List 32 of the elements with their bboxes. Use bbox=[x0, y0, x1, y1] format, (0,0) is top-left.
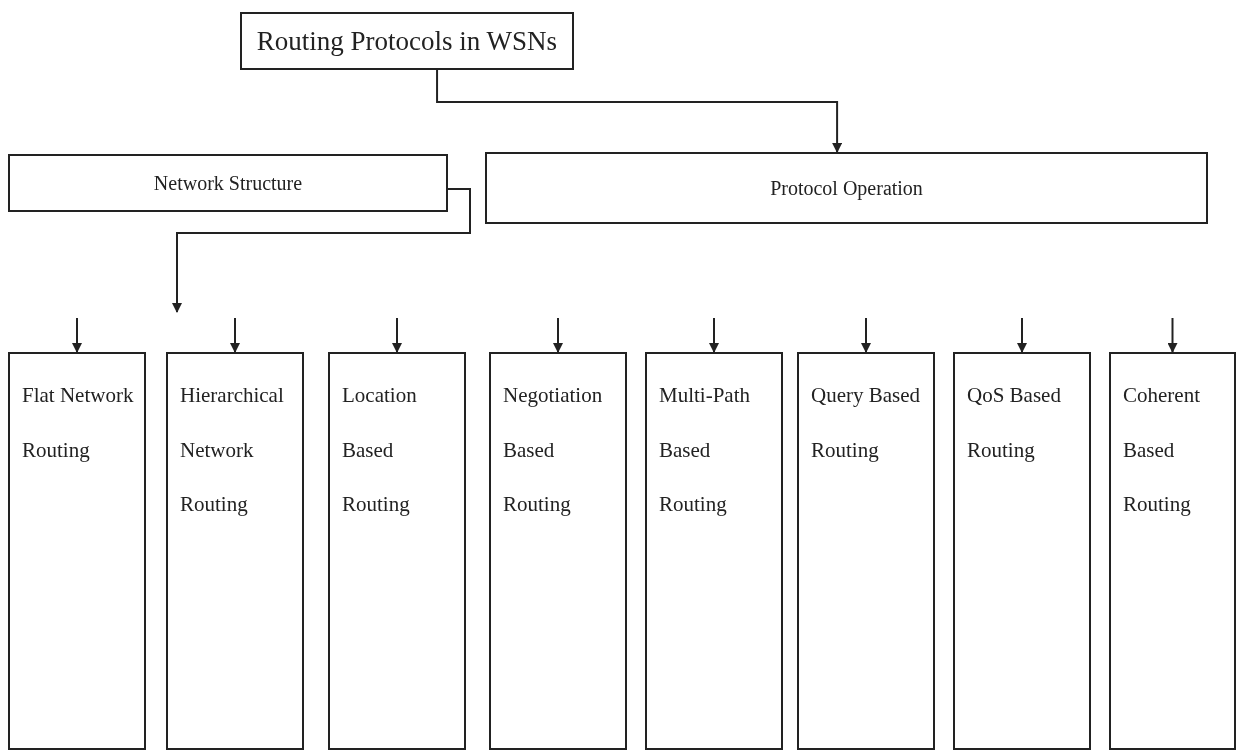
box-label: QoS Based Routing bbox=[967, 382, 1062, 464]
arrow bbox=[72, 317, 82, 353]
category-box bbox=[797, 352, 935, 750]
box-label: Location Based Routing bbox=[342, 382, 418, 519]
category-box bbox=[489, 352, 627, 750]
box-label: Coherent Based Routing bbox=[1123, 382, 1201, 519]
arrow bbox=[1167, 317, 1178, 353]
arrow bbox=[553, 317, 563, 353]
box-label: Flat Network Routing bbox=[22, 382, 134, 464]
category-box bbox=[485, 152, 1208, 224]
arrow bbox=[709, 317, 719, 353]
box-label: Multi-Path Based Routing bbox=[659, 382, 751, 519]
category-box bbox=[8, 154, 448, 212]
category-box bbox=[166, 352, 304, 750]
arrow bbox=[172, 188, 471, 313]
box-label: Negotiation Based Routing bbox=[503, 382, 604, 519]
arrow bbox=[1017, 317, 1027, 353]
box-label: Hierarchical Network Routing bbox=[180, 382, 285, 519]
box-label: Query Based Routing bbox=[811, 382, 922, 464]
arrow bbox=[392, 317, 402, 353]
category-box bbox=[328, 352, 466, 750]
arrow bbox=[436, 69, 843, 153]
category-box bbox=[645, 352, 783, 750]
arrow bbox=[230, 317, 240, 353]
root-box bbox=[240, 12, 574, 70]
category-box bbox=[8, 352, 146, 750]
box-label: Routing Protocols in WSNs bbox=[256, 25, 558, 57]
arrow bbox=[861, 317, 871, 353]
box-label: Network Structure bbox=[153, 170, 303, 196]
category-box bbox=[953, 352, 1091, 750]
box-label: Protocol Operation bbox=[770, 175, 923, 201]
category-box bbox=[1109, 352, 1236, 750]
